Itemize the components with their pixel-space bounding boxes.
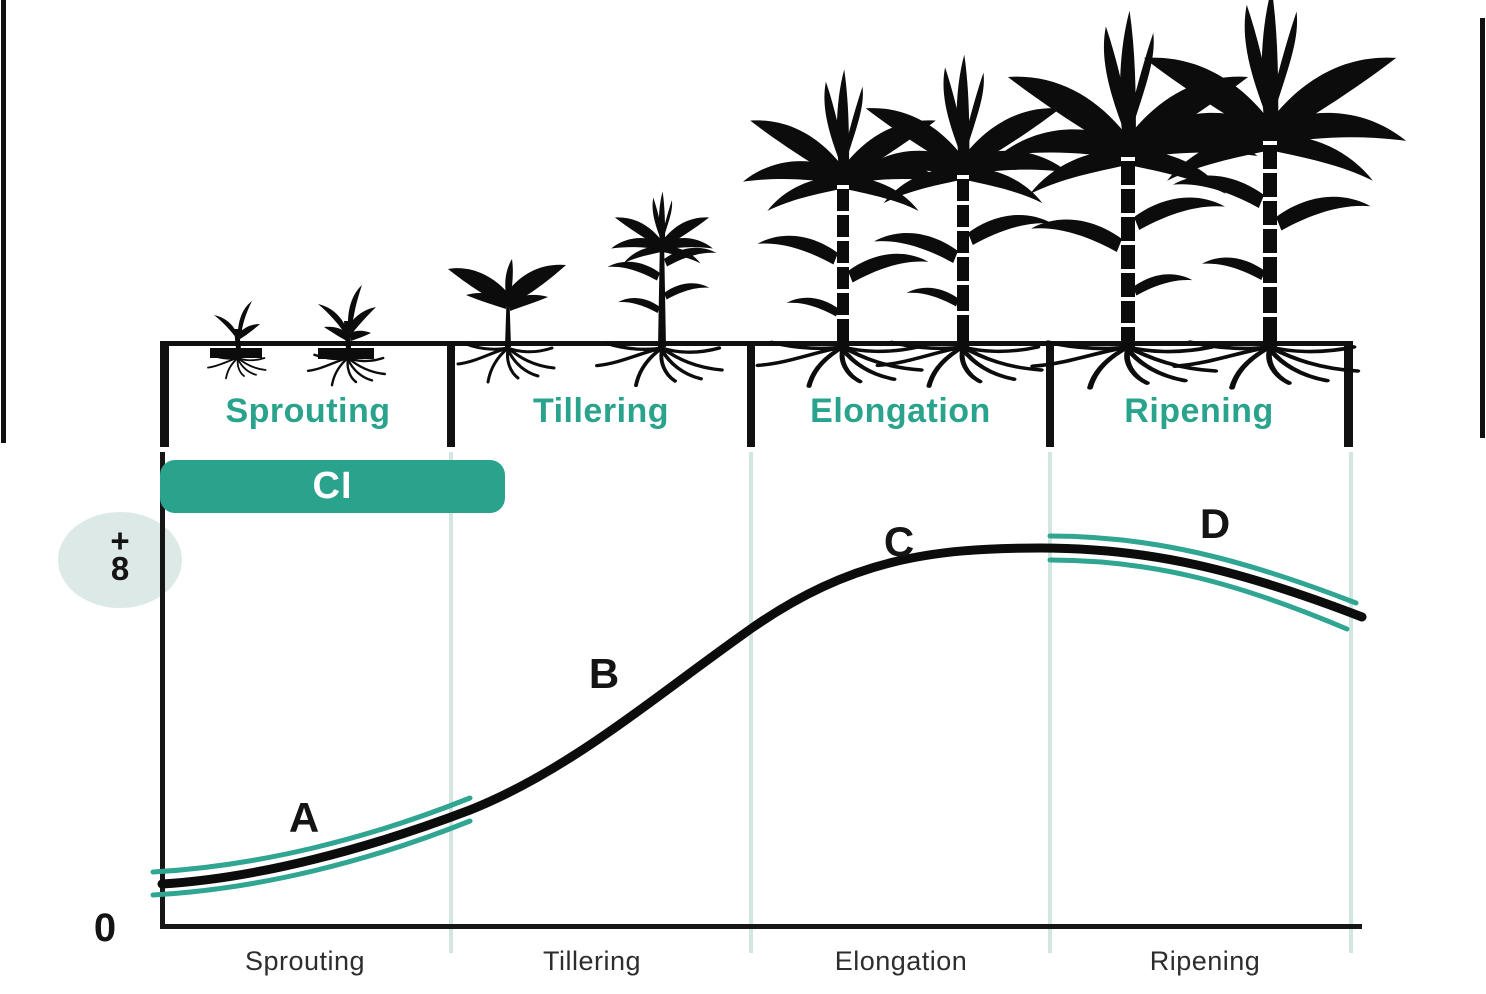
stage-divider-2 <box>747 341 755 447</box>
elongation-cane-icon <box>742 69 944 386</box>
gridline-ripening-end <box>1349 452 1353 953</box>
left-edge-border <box>1 0 6 443</box>
ground-line <box>160 341 1353 346</box>
stage-label-sprouting: Sprouting <box>225 392 391 430</box>
segment-label-c: C <box>883 518 915 565</box>
segment-label-a: A <box>288 794 320 841</box>
gridline-sprouting-end <box>449 452 453 953</box>
segment-label-b: B <box>588 650 620 697</box>
ci-badge-label: CI <box>312 465 353 507</box>
ci-badge: CI <box>160 460 505 513</box>
gridline-tillering-end <box>749 452 753 953</box>
stage-box-right-bar <box>1344 341 1353 447</box>
x-axis <box>160 924 1362 929</box>
y-origin-label: 0 <box>93 906 117 950</box>
tillering-plant-icon <box>595 191 724 388</box>
sprouting-shoot-icon <box>306 285 386 387</box>
ripening-cane-icon <box>998 10 1258 388</box>
segment-label-d: D <box>1199 500 1231 547</box>
curve-segment-d-teal-lower <box>1047 557 1350 632</box>
right-edge-border <box>1480 18 1485 438</box>
y-max-value: 8 <box>110 550 130 588</box>
plant-illustrations <box>207 0 1407 452</box>
y-max-label: + 8 <box>58 522 182 588</box>
y-max-plus: + <box>110 522 130 559</box>
stage-divider-3 <box>1046 341 1054 447</box>
stage-label-elongation: Elongation <box>810 392 991 430</box>
x-label-sprouting: Sprouting <box>244 946 366 976</box>
stage-label-ripening: Ripening <box>1124 392 1274 430</box>
x-label-tillering: Tillering <box>542 946 642 976</box>
ripening-cane-tall-icon <box>1133 0 1407 388</box>
stage-box-left-bar <box>160 341 169 447</box>
elongation-cane-tall-icon <box>858 54 1068 387</box>
tillering-young-plant-icon <box>448 259 566 384</box>
x-label-ripening: Ripening <box>1149 946 1261 976</box>
curve-main <box>157 543 1367 889</box>
y-axis <box>160 452 165 929</box>
stage-divider-1 <box>447 341 455 447</box>
x-label-elongation: Elongation <box>834 946 968 976</box>
sprouting-seedling-icon <box>207 301 267 380</box>
gridline-elongation-end <box>1048 452 1052 953</box>
stage-label-tillering: Tillering <box>532 392 670 430</box>
